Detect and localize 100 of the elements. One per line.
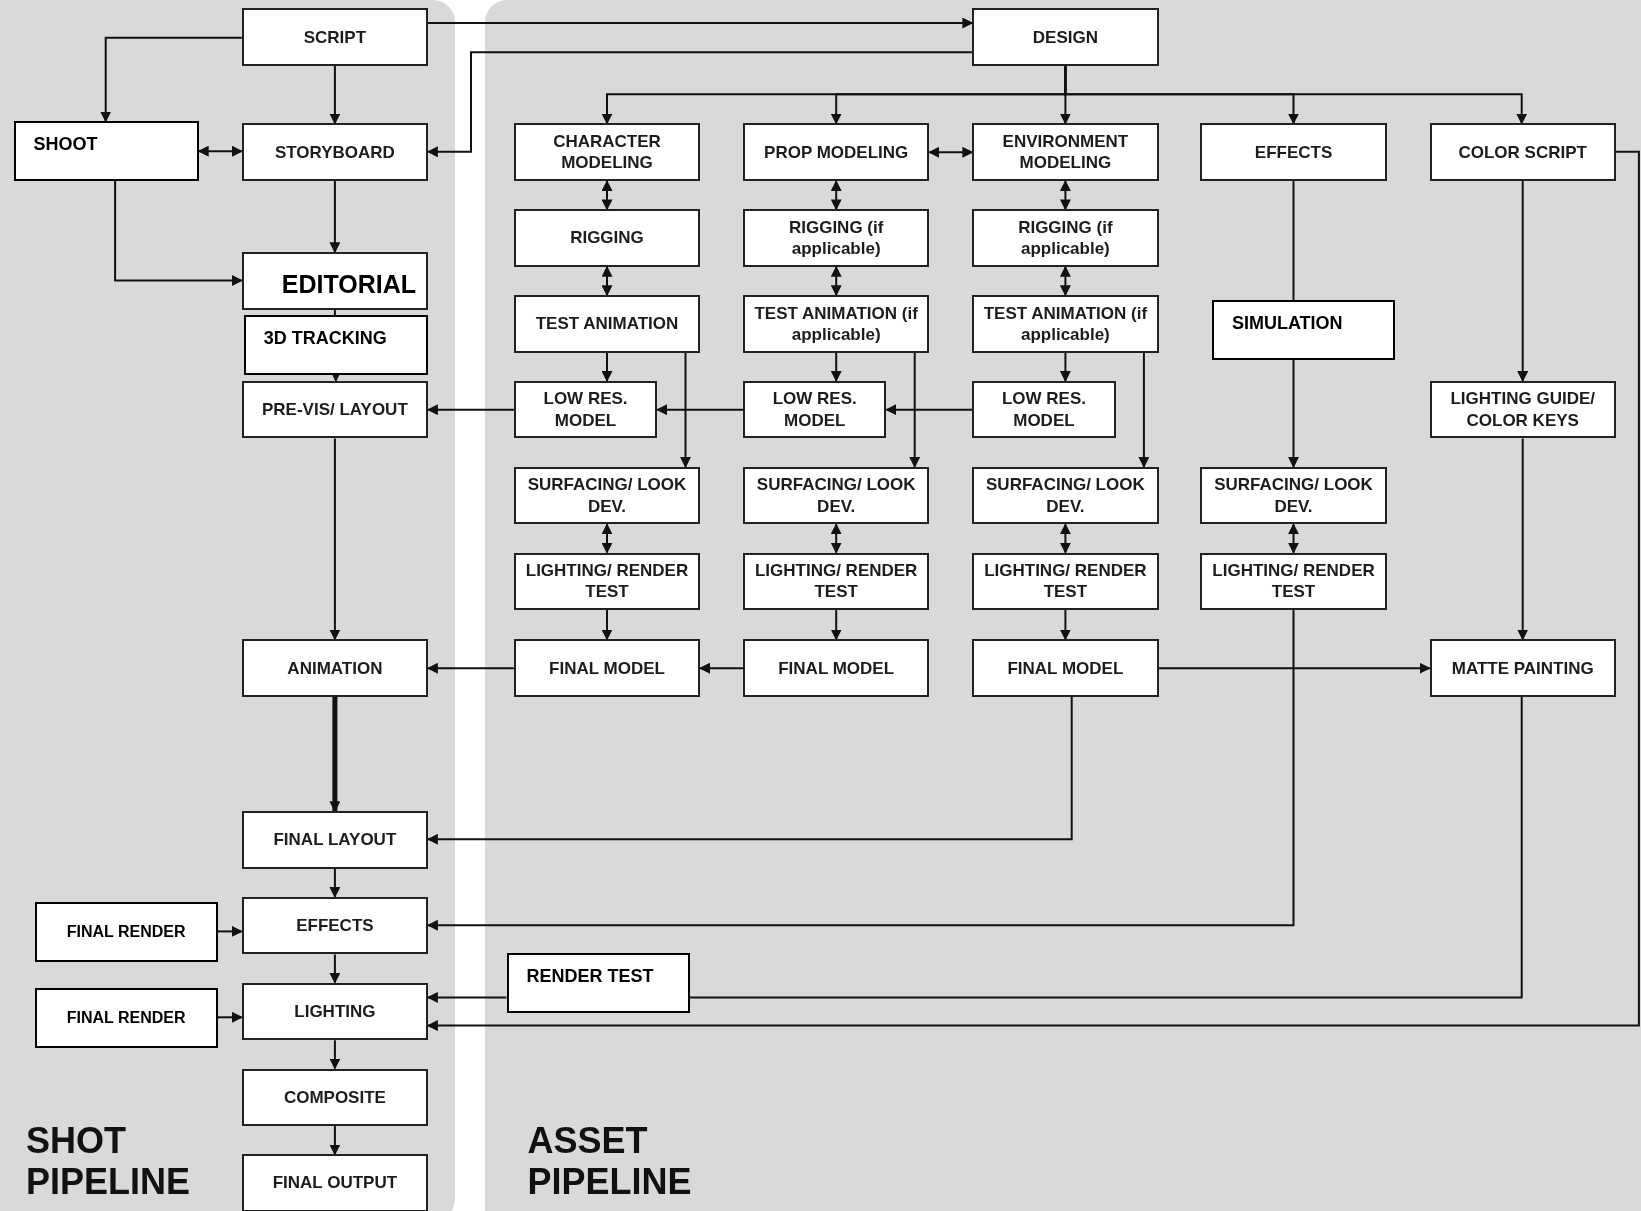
box-label: SHOOT — [33, 132, 98, 156]
arrow — [426, 150, 1640, 1032]
box-label: RIGGING (if applicable) — [787, 216, 885, 260]
process-box — [513, 466, 701, 525]
process-box — [743, 123, 930, 182]
box-label: 3D TRACKING — [263, 326, 387, 350]
box-label: DESIGN — [1032, 26, 1098, 48]
box-label: COMPOSITE — [283, 1086, 386, 1108]
box-label: LOW RES. MODEL — [542, 388, 629, 431]
process-box — [241, 1154, 429, 1211]
box-label: COLOR SCRIPT — [1458, 141, 1587, 163]
arrow — [329, 64, 341, 125]
pipeline-panel — [0, 0, 456, 1211]
box-label: SURFACING/ LOOK DEV. — [755, 474, 917, 517]
box-label: PROP MODELING — [764, 141, 909, 163]
box-label: LIGHTING/ RENDER TEST — [753, 560, 919, 603]
arrow — [885, 404, 974, 416]
arrow — [329, 1125, 341, 1156]
process-box — [972, 466, 1159, 525]
arrow — [680, 351, 691, 468]
arrow — [928, 146, 974, 158]
process-box — [243, 315, 429, 375]
arrow — [329, 1039, 341, 1070]
box-label: LOW RES. MODEL — [771, 388, 858, 431]
process-box — [241, 896, 429, 955]
process-box — [241, 1068, 429, 1127]
box-label: EDITORIAL — [281, 269, 417, 301]
arrow — [830, 351, 842, 382]
box-label: TEST ANIMATION — [535, 313, 679, 335]
process-box — [972, 209, 1159, 267]
arrow — [1059, 523, 1071, 554]
box-label: SURFACING/ LOOK DEV. — [985, 474, 1146, 517]
box-label: TEST ANIMATION (if applicable) — [982, 302, 1149, 346]
arrow — [1059, 351, 1071, 382]
arrow — [830, 180, 842, 211]
box-label: FINAL RENDER — [66, 921, 186, 942]
arrow — [656, 404, 745, 416]
arrow — [830, 523, 842, 554]
process-box — [513, 552, 701, 611]
process-box — [972, 8, 1159, 66]
connector-line — [333, 308, 336, 316]
process-box — [1429, 639, 1616, 697]
arrow — [329, 180, 341, 254]
pipeline-panel — [484, 0, 1641, 1211]
process-box — [1211, 300, 1396, 360]
process-box — [513, 209, 701, 267]
process-box — [241, 639, 429, 697]
process-box — [513, 380, 658, 439]
process-box — [1429, 123, 1616, 182]
arrow — [601, 609, 613, 641]
arrow — [1288, 359, 1299, 468]
arrow — [830, 609, 842, 641]
box-label: LIGHTING GUIDE/ COLOR KEYS — [1449, 388, 1596, 431]
process-box — [972, 552, 1159, 611]
process-box — [743, 209, 930, 267]
arrow — [426, 404, 515, 416]
box-label: SIMULATION — [1231, 311, 1343, 335]
box-label: RENDER TEST — [526, 964, 654, 988]
box-label: CHARACTER MODELING — [552, 131, 662, 174]
arrow — [1064, 64, 1528, 125]
box-label: MATTE PAINTING — [1451, 657, 1594, 679]
arrow — [1059, 609, 1071, 641]
process-box — [972, 639, 1159, 697]
process-box — [1429, 380, 1616, 439]
arrow — [1517, 180, 1529, 382]
arrow — [329, 953, 341, 984]
box-label: LIGHTING — [294, 1000, 376, 1023]
arrow — [1157, 662, 1431, 674]
process-box — [743, 380, 887, 439]
process-box — [241, 123, 429, 182]
box-label: EFFECTS — [296, 915, 374, 937]
arrow — [426, 662, 515, 674]
box-label: EFFECTS — [1254, 141, 1333, 163]
box-label: STORYBOARD — [274, 141, 395, 163]
process-box — [241, 811, 429, 869]
box-label: FINAL MODEL — [549, 657, 665, 679]
box-label: SURFACING/ LOOK DEV. — [1213, 474, 1374, 517]
process-box — [1200, 123, 1387, 182]
process-box — [743, 639, 930, 697]
arrow — [426, 51, 974, 158]
process-box — [513, 295, 701, 353]
arrow — [699, 662, 745, 674]
box-label: ENVIRONMENT MODELING — [1001, 131, 1130, 174]
box-label: LIGHTING/ RENDER TEST — [524, 560, 690, 603]
process-box — [241, 252, 429, 310]
box-label: FINAL MODEL — [778, 657, 895, 679]
process-box — [34, 987, 218, 1048]
box-label: TEST ANIMATION (if applicable) — [753, 302, 919, 346]
process-box — [513, 639, 701, 697]
box-label: SCRIPT — [303, 26, 367, 48]
process-box — [13, 121, 199, 182]
arrow — [1059, 180, 1071, 211]
box-label: PRE-VIS/ LAYOUT — [262, 399, 408, 421]
arrow — [601, 523, 613, 554]
process-box — [743, 466, 930, 525]
process-box — [241, 982, 429, 1041]
process-box — [1200, 466, 1387, 525]
arrow — [426, 696, 1073, 845]
arrow — [216, 1011, 243, 1023]
connector-line — [688, 696, 1523, 999]
